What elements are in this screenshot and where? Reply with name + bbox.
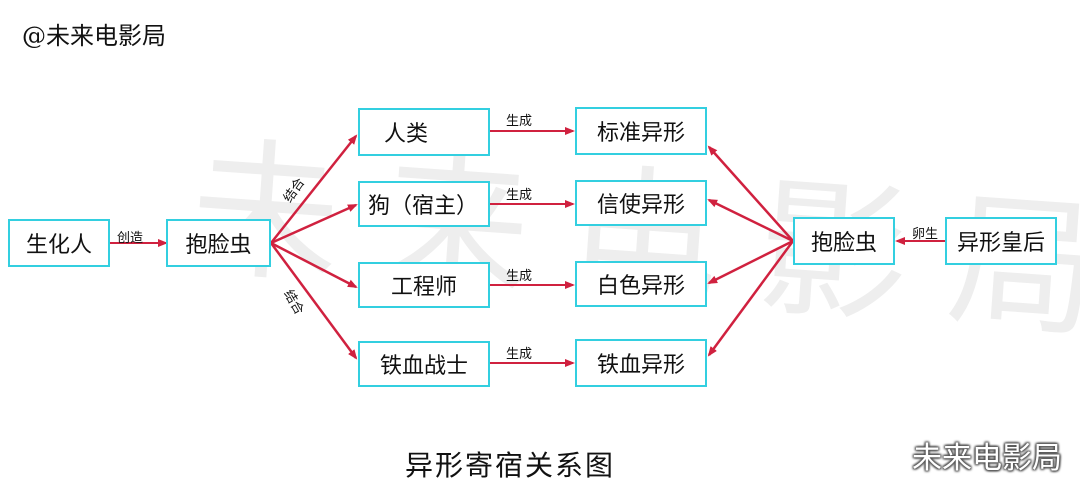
node-biochem: 生化人 [8,219,110,267]
arrow-fh-to-standard [707,145,794,242]
arrow-fh-to-predalien [707,240,795,357]
node-engineer: 工程师 [358,262,490,308]
bottom-right-watermark: 未来电影局 [912,441,1062,476]
arrow-to-human [270,134,358,244]
node-predalien: 铁血异形 [575,339,707,387]
edge-label-spawn-3: 生成 [506,269,533,284]
node-facehugger-left: 抱脸虫 [166,219,271,267]
node-white-alien: 白色异形 [575,261,707,307]
diagram-caption: 异形寄宿关系图 [404,449,615,482]
arrow-to-dog [270,203,358,245]
edge-label-spawn-2: 生成 [506,188,533,203]
arrow-fh-to-runner [707,198,794,243]
edge-label-create: 创造 [117,231,144,246]
node-dog: 狗（宿主） [358,181,490,227]
node-human: 人类 [358,108,490,156]
node-queen: 异形皇后 [945,217,1057,265]
edge-label-spawn-1: 生成 [506,114,533,129]
top-left-watermark: @未来电影局 [22,22,166,50]
arrow-to-predator [269,242,358,360]
arrow-to-engineer [270,241,358,289]
node-standard-alien: 标准异形 [575,107,707,155]
node-facehugger-right: 抱脸虫 [793,217,895,265]
edge-label-spawn-4: 生成 [506,347,533,362]
node-predator: 铁血战士 [358,341,490,387]
edge-label-egg: 卵生 [912,227,939,242]
arrow-fh-to-white [707,239,794,285]
node-runner-alien: 信使异形 [575,180,707,226]
